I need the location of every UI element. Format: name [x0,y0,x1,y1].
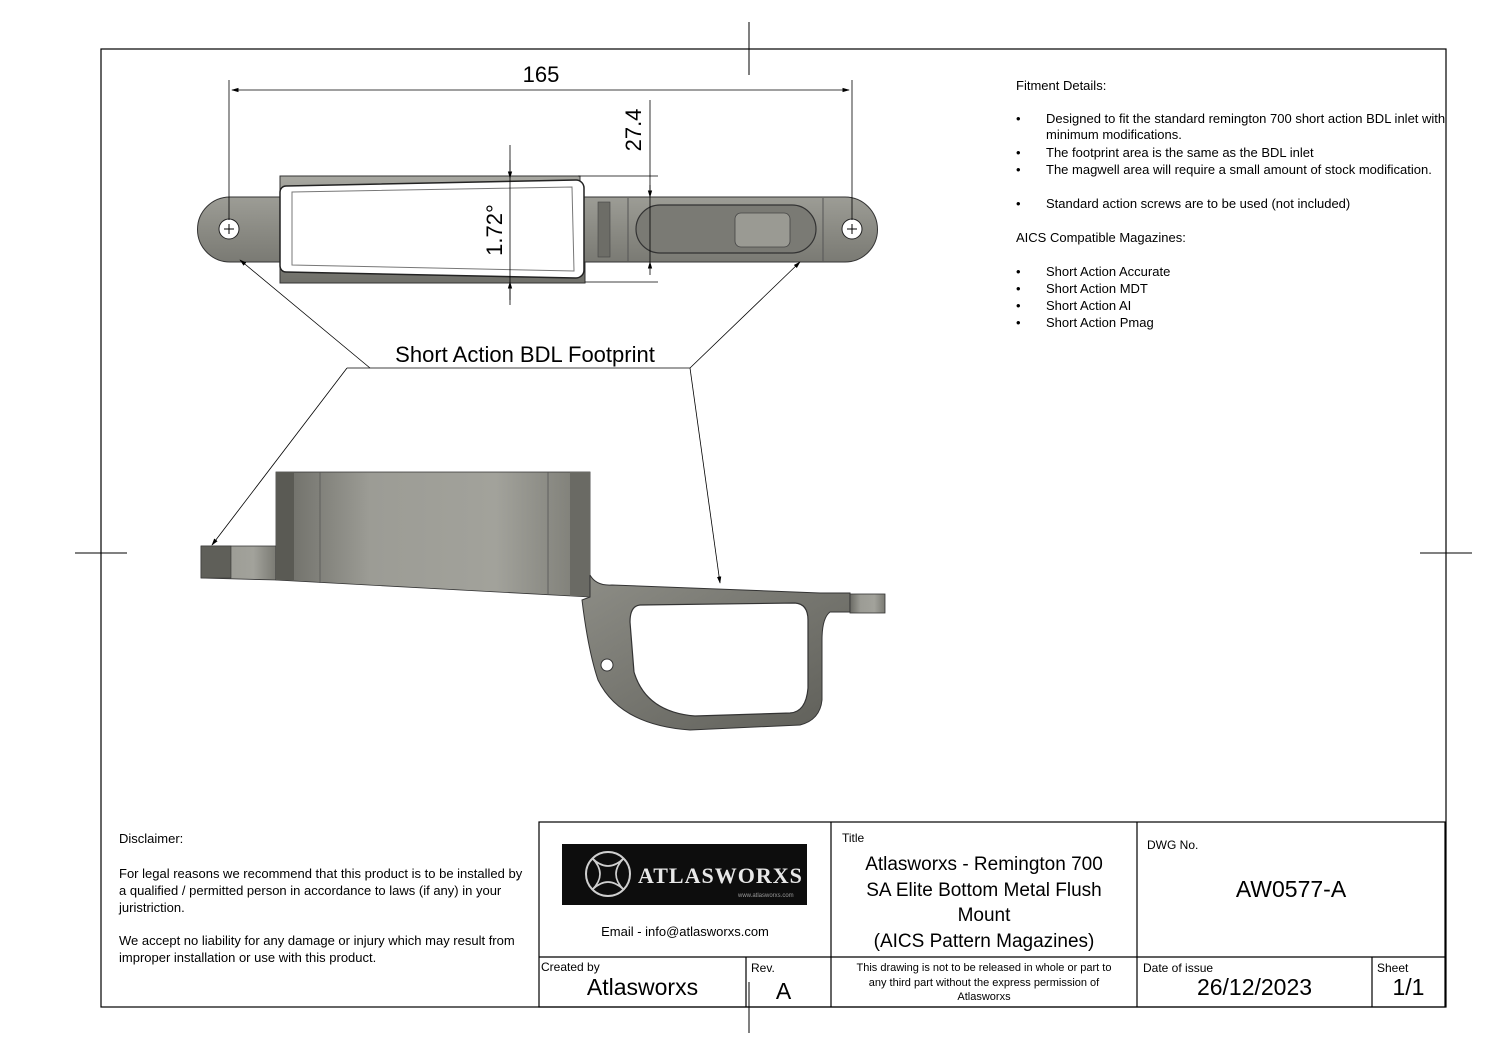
fitment-item-text: The footprint area is the same as the BD… [1046,145,1314,160]
created-by-value: Atlasworxs [586,974,699,1000]
title-label: Title [842,831,865,845]
side-view-part [200,471,886,731]
created-by-label: Created by [541,960,600,974]
height-dimension-value: 27.4 [621,109,646,152]
magazine-item-text: Short Action AI [1046,298,1132,313]
magazines-heading: AICS Compatible Magazines: [1016,230,1186,245]
sheet-label: Sheet [1377,961,1409,975]
top-view-part [197,175,878,284]
leader-lines [211,259,801,584]
date-value: 26/12/2023 [1196,974,1313,1000]
logo-subtext: www.atlasworxs.com [737,893,794,899]
fitment-heading: Fitment Details: [1016,78,1107,93]
magazine-item-text: Short Action MDT [1046,281,1148,296]
drawing-title-line: SA Elite Bottom Metal Flush [866,879,1102,901]
drawing-title-line: Atlasworxs - Remington 700 [865,854,1103,875]
logo-text: ATLASWORXS [638,863,803,888]
magazine-item-text: Short Action Accurate [1046,264,1171,279]
email-contact: Email - info@atlasworxs.com [601,924,769,939]
drawing-title-line: (AICS Pattern Magazines) [873,930,1095,952]
rev-value: A [775,978,792,1004]
width-dimension-value: 165 [523,62,560,87]
dimension-width [228,80,853,220]
company-logo: ATLASWORXS www.atlasworxs.com [562,844,807,905]
fitment-item-text: Designed to fit the standard remington 7… [1046,111,1446,142]
magazine-item-text: Short Action Pmag [1046,315,1154,330]
drawing-title: Atlasworxs - Remington 700 SA Elite Bott… [831,852,1137,954]
angle-dimension-value: 1.72° [482,204,507,256]
dimension-height [578,100,658,283]
disclaimer-paragraph-1: For legal reasons we recommend that this… [119,866,523,915]
dwg-number: AW0577-A [1235,876,1347,902]
date-label: Date of issue [1143,961,1214,975]
title-block-grid [538,821,1446,1008]
disclaimer-heading: Disclaimer: [119,831,184,846]
disclaimer-paragraph-2: We accept no liability for any damage or… [119,933,515,965]
fitment-item-text: The magwell area will require a small am… [1046,162,1432,177]
sheet-value: 1/1 [1392,974,1425,1000]
release-notice: This drawing is not to be released in wh… [856,962,1112,1003]
footprint-label: Short Action BDL Footprint [395,342,655,367]
drawing-title-line: Mount [957,905,1011,926]
rev-label: Rev. [751,961,775,975]
fitment-item-text: Standard action screws are to be used (n… [1046,196,1351,211]
dwg-label: DWG No. [1147,838,1199,852]
